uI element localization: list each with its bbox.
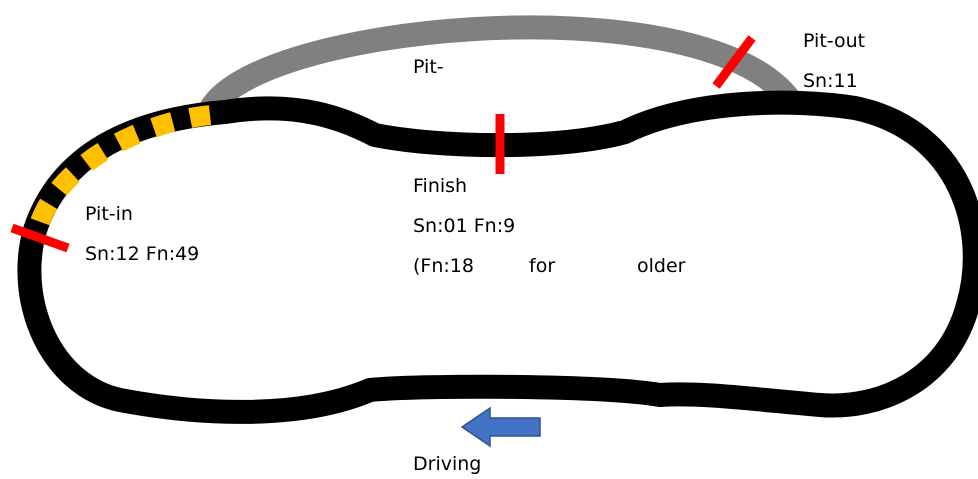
pit-out-sensor-label: Sn:11 bbox=[803, 70, 858, 92]
pit-in-sensor-marker bbox=[10, 223, 70, 253]
pit-entry-stripes bbox=[28, 105, 212, 232]
pit-in-label: Pit-in bbox=[85, 203, 133, 225]
finish-sensor-label: Sn:01 Fn:9 bbox=[413, 215, 516, 237]
driving-direction-label: Driving bbox=[413, 453, 482, 475]
finish-label: Finish bbox=[413, 175, 468, 197]
finish-older-for-label: for bbox=[529, 255, 556, 277]
pit-out-label: Pit-out bbox=[803, 30, 866, 52]
pit-in-sensor-label: Sn:12 Fn:49 bbox=[85, 243, 200, 265]
finish-older-fn-label: (Fn:18 bbox=[413, 255, 474, 277]
arrow-left-icon bbox=[460, 406, 541, 448]
pit-lane-label: Pit- bbox=[413, 56, 444, 78]
pit-out-sensor-marker bbox=[712, 35, 756, 89]
finish-older-older-label: older bbox=[637, 255, 686, 277]
pit-lane bbox=[195, 15, 800, 123]
main-track bbox=[17, 90, 978, 424]
